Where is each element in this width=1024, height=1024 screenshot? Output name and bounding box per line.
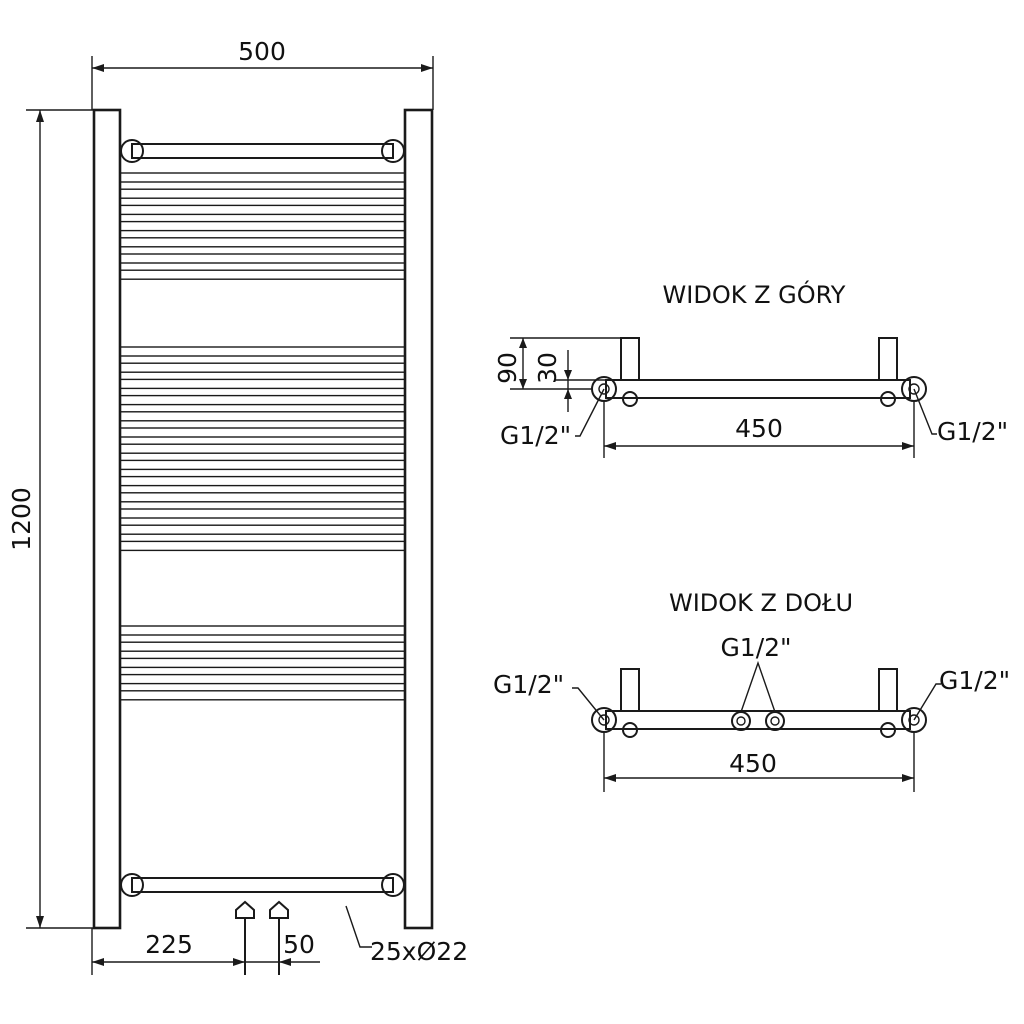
horizontal-tube	[119, 172, 406, 183]
bottom-view-connector-mid-right	[765, 711, 785, 731]
horizontal-tube	[119, 378, 406, 390]
bottom-view-bracket-right	[878, 668, 898, 712]
tubes-leader	[345, 905, 372, 948]
top-view-cap-left	[622, 391, 638, 407]
horizontal-tube	[119, 188, 406, 199]
top-view-bracket-right	[878, 337, 898, 381]
width-dimension	[91, 56, 434, 110]
horizontal-tube	[119, 237, 406, 248]
width-label: 500	[238, 37, 286, 66]
horizontal-tube	[119, 443, 406, 454]
bottom-dimensions	[91, 928, 320, 975]
left-rail	[92, 108, 122, 930]
top-cross-pipe	[131, 143, 394, 159]
bottom-view-connector-mid-left	[731, 711, 751, 731]
front-view: 500 1200 225 50 25xØ22	[7, 37, 468, 975]
top-view-thread-right-leader	[913, 388, 937, 435]
top-view-thread-left-leader	[575, 388, 605, 437]
bottom-view-connector-right-inner	[908, 714, 920, 726]
bottom-view-thread-left-leader	[572, 687, 605, 721]
top-view-thread-left-label: G1/2"	[500, 421, 571, 450]
tubes-label: 25xØ22	[370, 937, 468, 966]
horizontal-tube	[119, 641, 406, 652]
horizontal-tube	[119, 625, 406, 636]
bottom-view-connector-mid-left-inner	[736, 716, 746, 726]
bottom-view-connector-left-inner	[598, 714, 610, 726]
horizontal-tube	[119, 204, 406, 216]
bottom-view-bracket-left	[620, 668, 640, 712]
bottom-view-thread-left-label: G1/2"	[493, 670, 564, 699]
top-view: WIDOK Z GÓRY 90 30 G1/2" G1/	[493, 279, 1008, 458]
bottom-left-plug	[120, 873, 144, 897]
horizontal-tube	[119, 220, 406, 232]
top-view-depth-total-label: 90	[493, 352, 522, 384]
bottom-view-title: WIDOK Z DOŁU	[669, 589, 853, 617]
bottom-view-thread-right-leader	[913, 683, 941, 721]
top-view-connector-left-inner	[598, 383, 610, 395]
horizontal-tube	[119, 540, 406, 552]
horizontal-tube	[119, 253, 406, 264]
bottom-view-thread-center-leader	[740, 660, 776, 713]
top-view-bracket-left	[620, 337, 640, 381]
top-left-plug	[120, 139, 144, 163]
horizontal-tube	[119, 394, 406, 406]
top-view-body	[605, 379, 911, 399]
horizontal-tube	[119, 427, 406, 438]
spacing-label: 50	[283, 930, 315, 959]
horizontal-tube	[119, 475, 406, 487]
top-right-plug	[381, 139, 405, 163]
horizontal-tube	[119, 508, 406, 519]
bottom-view-span-dimension	[603, 732, 915, 792]
top-view-connector-right-inner	[908, 383, 920, 395]
horizontal-tube	[119, 459, 406, 471]
bottom-view-thread-center-label: G1/2"	[720, 633, 791, 662]
right-rail	[403, 108, 434, 930]
height-label: 1200	[7, 487, 36, 551]
valve-right	[269, 900, 289, 975]
bottom-view-body	[605, 710, 911, 730]
top-view-span-label: 450	[735, 414, 783, 443]
horizontal-tube	[119, 492, 406, 503]
horizontal-tube	[119, 673, 406, 685]
top-view-depth-dimensions	[510, 337, 621, 412]
top-view-span-dimension	[603, 401, 915, 458]
bottom-right-plug	[381, 873, 405, 897]
top-view-thread-right-label: G1/2"	[937, 417, 1008, 446]
valve-left	[235, 900, 255, 975]
left-offset-label: 225	[145, 930, 193, 959]
top-view-cap-right	[880, 391, 896, 407]
bottom-view-thread-right-label: G1/2"	[939, 666, 1010, 695]
horizontal-tube	[119, 657, 406, 669]
height-dimension	[26, 109, 94, 929]
bottom-view-cap-right	[880, 722, 896, 738]
horizontal-tube	[119, 346, 406, 357]
bottom-cross-pipe	[131, 877, 394, 893]
bottom-view-span-label: 450	[729, 749, 777, 778]
top-view-title: WIDOK Z GÓRY	[663, 279, 846, 309]
top-view-depth-axis-label: 30	[533, 352, 562, 384]
horizontal-tube	[119, 690, 406, 701]
horizontal-tube	[119, 411, 406, 422]
horizontal-tube	[119, 269, 406, 280]
bottom-view-connector-mid-right-inner	[770, 716, 780, 726]
bottom-view-cap-left	[622, 722, 638, 738]
bottom-view: WIDOK Z DOŁU G1/2" G1/2" G1/2" 450	[493, 589, 1010, 792]
horizontal-tube	[119, 362, 406, 373]
horizontal-tube	[119, 524, 406, 535]
horizontal-tubes	[119, 172, 406, 701]
